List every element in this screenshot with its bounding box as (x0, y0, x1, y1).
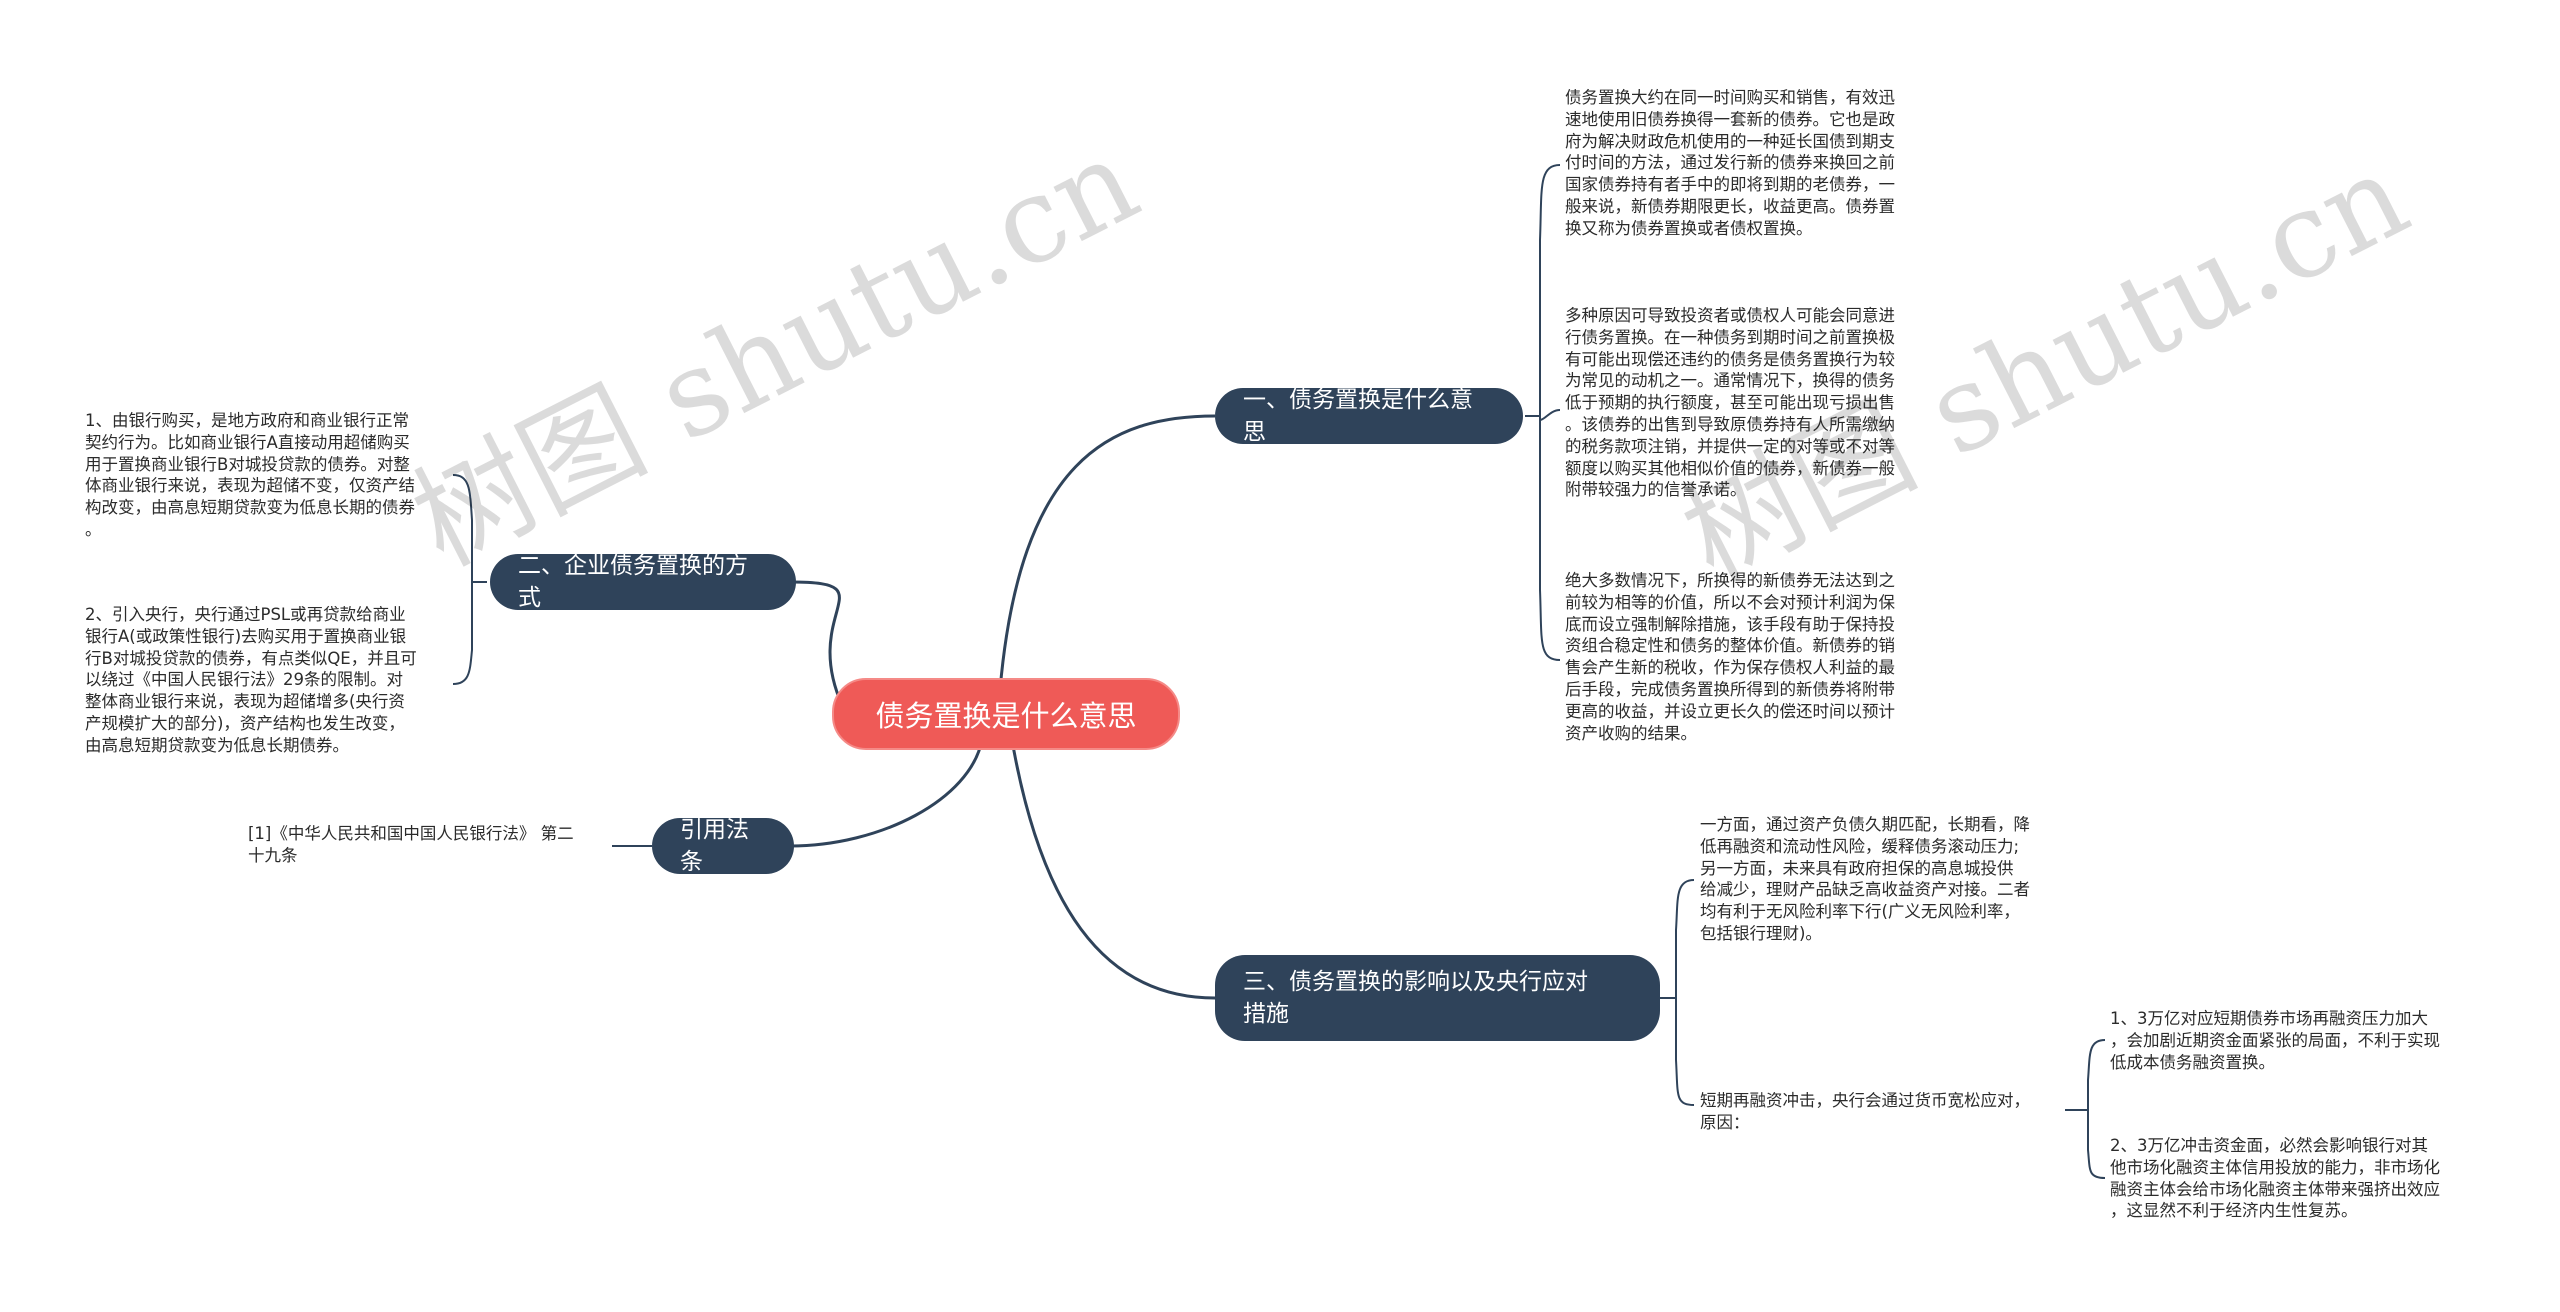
connector-root-b4 (1010, 739, 1216, 1000)
b1-text-2: 多种原因可导致投资者或债权人可能会同意进 行债务置换。在一种债务到期时间之前置换… (1565, 306, 1895, 500)
b1-text-1: 债务置换大约在同一时间购买和销售，有效迅 速地使用旧债券换得一套新的债券。它也是… (1565, 88, 1895, 238)
b4-text-1: 一方面，通过资产负债久期匹配，长期看，降 低再融资和流动性风险，缓释债务滚动压力… (1700, 815, 2030, 943)
branch-node-b4[interactable]: 三、债务置换的影响以及央行应对 措施 (1215, 955, 1660, 1041)
b3-text-1: [1]《中华人民共和国中国人民银行法》 第二 十九条 (248, 824, 574, 865)
b1-text-3: 绝大多数情况下，所换得的新债券无法达到之 前较为相等的价值，所以不会对预计利润为… (1565, 571, 1895, 743)
b2-text-1: 1、由银行购买，是地方政府和商业银行正常 契约行为。比如商业银行A直接动用超储购… (85, 411, 415, 539)
b4-text-2: 短期再融资冲击，央行会通过货币宽松应对， 原因： (1700, 1091, 2030, 1132)
branch-node-b1[interactable]: 一、债务置换是什么意思 (1215, 387, 1523, 445)
b4-sub-text-1: 1、3万亿对应短期债券市场再融资压力加大 ，会加剧近期资金面紧张的局面，不利于实… (2110, 1009, 2440, 1072)
bracket-b4 (1675, 879, 1695, 1106)
branch-node-b3[interactable]: 引用法条 (652, 817, 794, 875)
b4-sub-text-2: 2、3万亿冲击资金面，必然会影响银行对其 他市场化融资主体信用投放的能力，非市场… (2110, 1136, 2440, 1221)
bracket-b1-mid (1539, 409, 1561, 421)
b2-text-2: 2、引入央行，央行通过PSL或再贷款给商业 银行A(或政策性银行)去购买用于置换… (85, 605, 417, 755)
connector-root-b2 (789, 580, 844, 706)
branch-node-b2[interactable]: 二、企业债务置换的方式 (490, 553, 796, 611)
root-node[interactable]: 债务置换是什么意思 (832, 678, 1180, 750)
connector-root-b1 (998, 414, 1216, 691)
bracket-b2 (452, 474, 473, 685)
bracket-b4-sub (2087, 1039, 2106, 1179)
connector-root-b3 (789, 739, 984, 848)
